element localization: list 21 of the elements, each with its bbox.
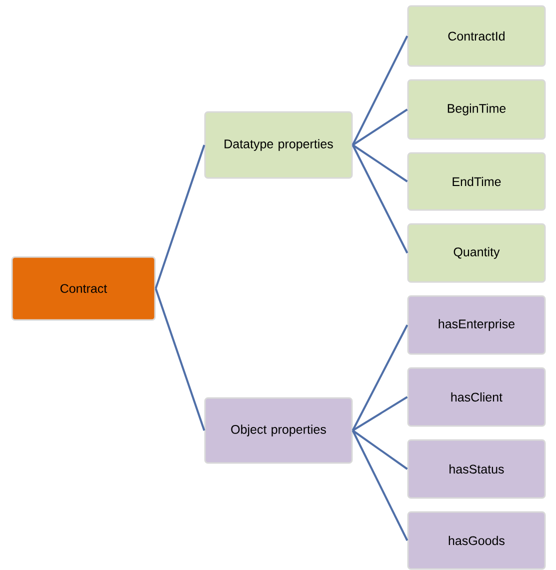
connector-line	[352, 144, 408, 254]
connector-line	[352, 396, 408, 432]
property-box: hasGoods	[407, 511, 546, 570]
root-box: Contract	[11, 256, 156, 321]
property-box: hasEnterprise	[407, 295, 546, 355]
connector-line	[154, 144, 206, 289]
connector-line	[352, 430, 408, 541]
category-box: Datatype properties	[204, 111, 353, 179]
property-box: hasClient	[407, 367, 546, 427]
category-box: Object properties	[204, 397, 353, 464]
connector-line	[352, 324, 408, 431]
property-box: hasStatus	[407, 439, 546, 499]
connector-line	[352, 36, 408, 146]
connector-line	[352, 430, 408, 470]
connector-line	[352, 144, 408, 182]
property-box: EndTime	[407, 152, 546, 211]
property-box: Quantity	[407, 223, 546, 283]
property-box: BeginTime	[407, 79, 546, 140]
property-box: ContractId	[407, 5, 546, 67]
connector-line	[154, 288, 206, 431]
connector-line	[352, 108, 408, 146]
